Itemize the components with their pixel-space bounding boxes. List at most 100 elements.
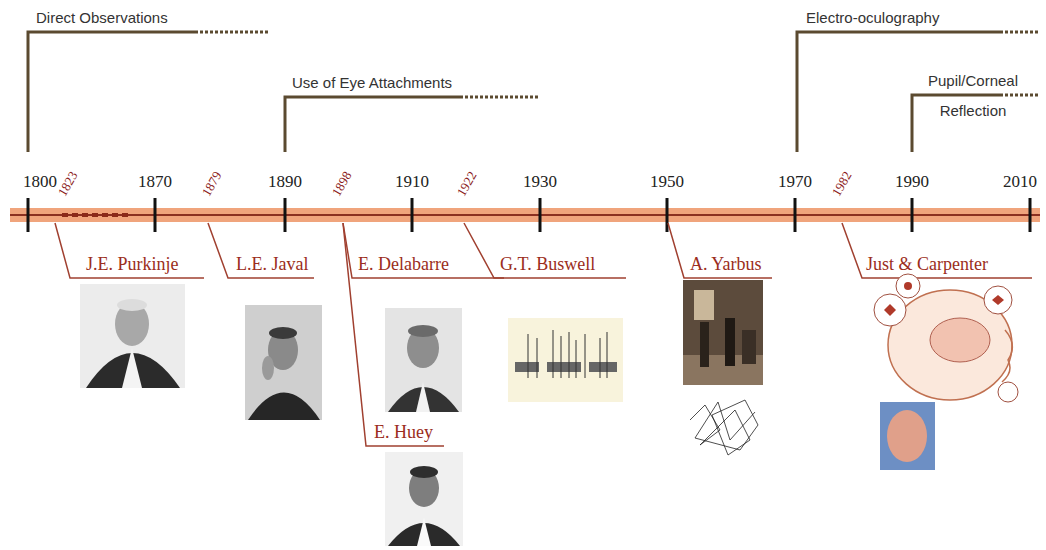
fixation-line (553, 330, 554, 378)
person-name: E. Delabarre (358, 254, 449, 274)
record-paper (508, 318, 623, 402)
leader-line (464, 223, 626, 278)
method-label: Direct Observations (36, 9, 168, 27)
method-label: Pupil/Corneal Reflection (918, 66, 1028, 126)
scanpath-trace (690, 400, 758, 455)
portrait-ground (385, 308, 462, 412)
leader-line (668, 223, 772, 278)
purkinje-portrait (80, 284, 185, 388)
portrait-body (248, 393, 320, 421)
fixation-line (600, 338, 601, 378)
person-name: G.T. Buswell (500, 254, 595, 274)
axis-tick (284, 198, 287, 232)
leader-line (842, 223, 1032, 278)
brain-photo-brain (887, 410, 927, 462)
year-label: 1890 (268, 172, 302, 192)
fixation-line (576, 340, 577, 378)
year-label: 2010 (1003, 172, 1037, 192)
leader-line (208, 223, 314, 278)
portrait-hair (410, 466, 438, 478)
date-label: 1879 (199, 169, 224, 199)
thought-bubble (998, 382, 1018, 402)
leader-line (55, 223, 204, 278)
date-label: 1982 (829, 169, 854, 199)
fixation-line (607, 332, 608, 378)
year-label: 1870 (138, 172, 172, 192)
axis-tick (666, 198, 669, 232)
thought-bubble (984, 286, 1012, 314)
thought-bubble (896, 274, 920, 298)
method-label: Use of Eye Attachments (292, 74, 452, 92)
face-profile (1002, 330, 1012, 382)
axis-tick (794, 198, 797, 232)
fixation-line (585, 334, 586, 378)
painting-figure (742, 330, 756, 364)
portrait-shirt (416, 382, 430, 412)
fixation-line (561, 336, 562, 378)
axis-tick (27, 198, 30, 232)
fixation-line (537, 338, 538, 378)
bubble-mark (904, 282, 912, 290)
era-bracket-dotted (1000, 31, 1040, 34)
era-bracket-dotted (1000, 94, 1040, 97)
fixation-line (528, 334, 529, 378)
era-bracket (797, 32, 1000, 152)
person-name: Just & Carpenter (866, 254, 988, 274)
era-brackets (28, 32, 1040, 152)
painting-window (694, 290, 714, 320)
word-mark (589, 362, 617, 372)
year-label: 1800 (23, 172, 57, 192)
year-label: 1970 (778, 172, 812, 192)
axis-band (10, 208, 1040, 222)
portrait-hair (117, 299, 147, 311)
date-label: 1922 (454, 169, 479, 199)
buswell-fixation-record (508, 318, 623, 402)
brain-photo (880, 402, 935, 470)
bubble-mark (992, 295, 1004, 305)
date-label: 1823 (55, 169, 80, 199)
axis-tick (539, 198, 542, 232)
portrait-ground (80, 284, 185, 388)
person-name: L.E. Javal (236, 254, 308, 274)
era-bracket-dotted (195, 31, 270, 34)
painting-figure (700, 322, 709, 367)
axis-line (10, 214, 1040, 216)
portrait-hand (262, 356, 274, 380)
painting-ground (683, 280, 763, 385)
portrait-ground (245, 305, 322, 420)
portrait-shirt (417, 518, 431, 546)
year-label: 1910 (395, 172, 429, 192)
axis-tick (911, 198, 914, 232)
axis-dashes (62, 213, 130, 217)
year-label: 1930 (523, 172, 557, 192)
word-mark (515, 362, 539, 372)
portrait-hair (408, 325, 438, 337)
era-bracket (28, 32, 195, 152)
axis-tick (411, 198, 414, 232)
person-name: E. Huey (374, 422, 433, 442)
yarbus-scanpath (683, 392, 763, 465)
portrait-hair (269, 327, 297, 339)
huey-portrait (385, 452, 463, 546)
fixation-lines (528, 330, 607, 378)
yarbus-painting (683, 280, 763, 385)
portrait-ground (385, 452, 463, 546)
axis-ticks (28, 198, 1030, 232)
painting-figure (725, 318, 735, 366)
portrait-shirt (122, 348, 142, 388)
axis-tick (154, 198, 157, 232)
person-name: J.E. Purkinje (86, 254, 179, 274)
thought-bubble (874, 294, 906, 326)
time-axis (10, 198, 1040, 232)
scanpath-ground (683, 392, 763, 465)
bubble-mark (884, 304, 896, 316)
brain-sketch (930, 318, 990, 362)
date-label: 1898 (329, 169, 354, 199)
era-bracket-dotted (460, 96, 540, 99)
fixation-line (569, 332, 570, 378)
year-label: 1950 (650, 172, 684, 192)
era-bracket (285, 97, 460, 152)
